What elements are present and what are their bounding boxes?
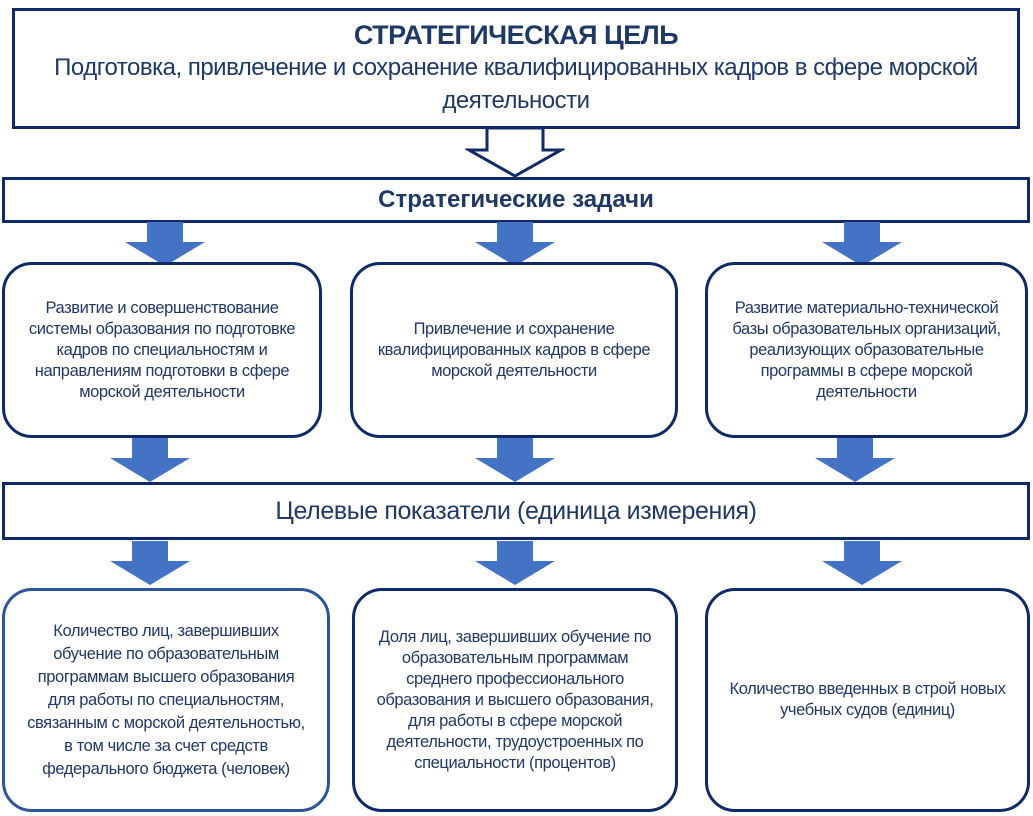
down-arrow-icon xyxy=(822,541,902,585)
task-text: Развитие и совершенствование системы обр… xyxy=(28,298,296,401)
task-box-3: Развитие материально-технической базы об… xyxy=(705,262,1028,438)
task-box-2: Привлечение и сохранение квалифицированн… xyxy=(350,262,678,438)
task-box-1: Развитие и совершенствование системы обр… xyxy=(2,262,322,438)
tasks-header-label: Стратегические задачи xyxy=(378,186,654,213)
outline-down-arrow-icon xyxy=(465,126,565,178)
indicator-text: Количество введенных в строй новых учебн… xyxy=(729,680,1006,719)
tasks-header: Стратегические задачи xyxy=(2,177,1030,223)
indicators-header: Целевые показатели (единица измерения) xyxy=(2,482,1030,540)
goal-text: Подготовка, привлечение и сохранение ква… xyxy=(54,54,978,114)
indicator-text: Доля лиц, завершивших обучение по образо… xyxy=(376,627,654,772)
down-arrow-icon xyxy=(815,438,895,482)
task-text: Развитие материально-технической базы об… xyxy=(732,298,1001,401)
indicator-text: Количество лиц, завершивших обучение по … xyxy=(27,621,305,778)
down-arrow-icon xyxy=(475,541,555,585)
down-arrow-icon xyxy=(822,222,902,266)
indicator-box-1: Количество лиц, завершивших обучение по … xyxy=(2,588,330,812)
down-arrow-icon xyxy=(475,438,555,482)
indicators-header-label: Целевые показатели (единица измерения) xyxy=(275,496,757,525)
down-arrow-icon xyxy=(475,222,555,266)
strategic-goal-box: СТРАТЕГИЧЕСКАЯ ЦЕЛЬ Подготовка, привлече… xyxy=(12,8,1020,129)
goal-title: СТРАТЕГИЧЕСКАЯ ЦЕЛЬ xyxy=(353,20,679,50)
indicator-box-2: Доля лиц, завершивших обучение по образо… xyxy=(352,588,678,812)
task-text: Привлечение и сохранение квалифицированн… xyxy=(377,319,651,380)
down-arrow-icon xyxy=(125,222,205,266)
indicator-box-3: Количество введенных в строй новых учебн… xyxy=(705,588,1030,812)
down-arrow-icon xyxy=(110,541,190,585)
down-arrow-icon xyxy=(110,438,190,482)
